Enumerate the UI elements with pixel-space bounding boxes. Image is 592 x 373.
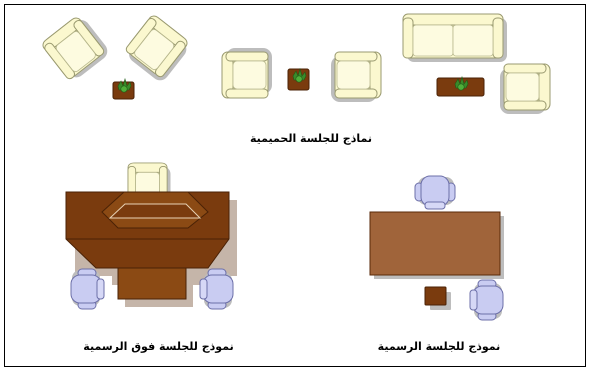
caption-formal-model: نموذج للجلسة الرسمية [377,340,501,353]
armchair-icon [330,51,382,103]
side-table-icon [112,78,135,100]
caption-intimate-models: نماذج للجلسة الحميمية [250,132,372,145]
armchair-icon [221,47,273,99]
caption-above-formal-model: نموذج للجلسة فوق الرسمية [83,340,234,353]
armchair-icon [499,63,551,115]
side-table-icon [424,286,451,310]
executive-desk-icon [65,191,237,307]
office-chair-icon [469,279,504,321]
intimate-model-1 [40,12,193,100]
sofa-icon [402,13,507,62]
intimate-model-2 [221,47,382,103]
armchair-icon [40,12,112,84]
plant-icon [117,78,132,93]
intimate-model-3 [402,13,551,115]
formal-model [369,175,504,321]
above-formal-model [65,162,237,310]
meeting-table-icon [369,211,504,279]
side-table-icon [287,68,310,91]
coffee-table-icon [436,76,485,97]
armchair-icon [121,13,193,85]
office-chair-icon [70,268,105,310]
office-chair-icon [414,175,456,210]
